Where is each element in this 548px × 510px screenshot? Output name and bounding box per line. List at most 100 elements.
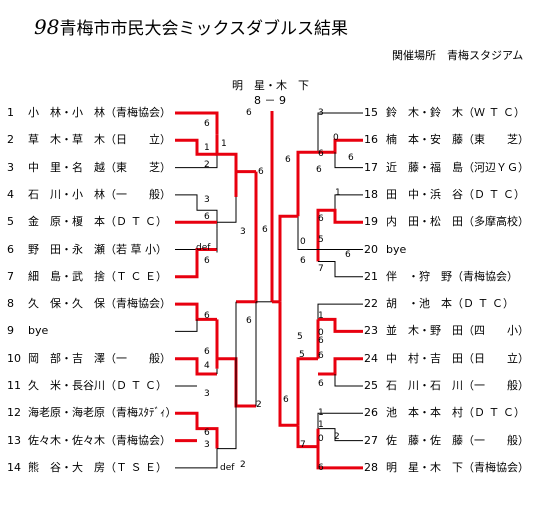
winner-path-line [296,150,318,217]
left-r1-score: 3 [204,439,210,450]
right-entry-number: 25 [364,379,378,392]
right-score: 6 [348,152,354,163]
right-score: 6 [300,255,306,266]
right-score: 1 [318,408,324,419]
winner-path-line [318,357,363,376]
winner-path-line [318,138,363,154]
right-score: 0 [318,433,324,444]
right-entry-number: 17 [364,160,378,174]
winner-path-line [278,214,298,302]
left-entry-name: 石 川・小 林（一 般） [28,187,171,201]
left-r1-score: def [196,243,211,254]
left-entry-number: 10 [7,351,21,365]
winner-path-line [234,170,256,197]
right-entry-name: bye [386,242,407,256]
bracket-line [217,196,237,223]
bracket-line [317,112,363,153]
bracket-line [334,194,363,211]
left-entry-number: 13 [7,433,21,447]
left-r2-score: 6 [246,316,252,327]
winner-path-line [175,302,217,321]
right-entry-name: 伴 ・狩 野（青梅協会） [386,269,518,283]
left-r1-score: 6 [204,119,210,130]
bracket-line [297,216,318,250]
left-r3-score: 6 [258,166,264,177]
right-score: 5 [318,234,324,245]
winner-path-line [175,111,219,135]
left-r3-score: 2 [256,400,262,410]
left-entry-name: 細 島・武 捨（Ｔ Ｃ Ｅ） [28,269,167,283]
right-score: 6 [285,155,291,166]
left-entry-number: 1 [7,106,14,119]
left-r1-score: 6 [204,255,210,266]
bracket-line [318,428,363,442]
right-score: 6 [318,335,324,346]
right-score: 0 [318,328,324,339]
bracket-line [317,303,363,320]
right-entry-name: 石 川・石 川（一 般） [386,379,529,392]
right-entry-number: 22 [364,297,378,311]
right-score: 5 [299,349,305,360]
right-entry-number: 20 [364,242,378,256]
left-r1-score: 6 [204,346,210,357]
right-entry-name: 並 木・野 田（四 小） [386,324,529,338]
right-score: 6 [262,225,268,236]
winner-path-line [316,428,363,470]
right-entry-number: 28 [364,460,378,474]
left-entry-number: 4 [7,187,14,201]
right-score: 7 [300,439,306,450]
right-score: 6 [283,395,289,405]
right-score: 3 [318,108,324,118]
right-score: 6 [318,379,324,389]
left-entry-number: 11 [7,379,21,392]
winner-path-line [175,138,217,156]
left-r2-score: 2 [240,459,246,470]
winner-path-line [278,301,298,427]
left-entry-number: 12 [7,406,21,420]
right-entry-number: 19 [364,215,378,229]
left-r1-score: 6 [204,427,210,438]
left-entry-name: 岡 部・吉 澤（一 般） [28,351,171,365]
title-text: 青梅市市民大会ミックスダブルス結果 [59,19,348,39]
right-score: 6 [345,249,351,260]
winner-path-line [175,248,217,279]
right-entry-number: 16 [364,133,378,147]
right-entry-name: 鈴 木・鈴 木（Ｗ Ｔ Ｃ） [386,106,525,119]
winner-path-line [318,317,363,333]
left-entry-name: 中 里・名 越（東 芝） [28,160,171,174]
left-entry-name: 久 保・久 保（青梅協会） [28,297,171,311]
left-entry-number: 5 [7,215,14,229]
left-entry-number: 14 [7,460,21,474]
left-entry-number: 7 [7,269,14,283]
right-entry-name: 中 村・吉 田（日 立） [386,351,529,365]
champion-name: 明 星・木 下 [232,79,309,92]
left-entry-name: 佐々木・佐々木（青梅協会） [28,433,171,447]
right-entry-name: 佐 藤・佐 藤（一 般） [386,433,529,447]
left-entry-number: 6 [7,242,14,256]
right-entry-name: 田 中・浜 谷（Ｄ Ｔ Ｃ） [386,187,525,201]
bracket-line [217,406,237,450]
left-r1-score: 2 [204,159,210,170]
right-score: 2 [334,431,340,442]
bracket-line [175,319,198,332]
right-score: 6 [318,149,324,160]
right-entry-name: 池 本・本 村（Ｄ Ｔ Ｃ） [386,406,525,420]
left-entry-name: 小 林・小 林（青梅協会） [28,106,171,119]
winner-path-line [296,425,318,449]
right-entry-number: 24 [364,351,378,365]
page-title: 98青梅市市民大会ミックスダブルス結果 [34,14,348,39]
left-entry-name: 熊 谷・大 房（Ｔ Ｓ Ｅ） [28,460,167,474]
bracket-line [317,412,363,429]
winner-path-line [175,411,219,449]
right-score: 0 [300,236,306,247]
final-score: 8 － 9 [254,94,286,107]
right-score: 6 [316,164,322,175]
bracket-line [175,448,218,469]
winner-path-line [175,357,217,376]
left-entry-name: 久 米・長谷川（Ｄ Ｔ Ｃ） [28,379,167,392]
left-r2-score: 6 [246,108,252,118]
bracket-line [175,154,218,169]
right-entry-number: 21 [364,269,378,283]
right-entry-name: 明 星・木 下（青梅協会） [386,460,529,474]
